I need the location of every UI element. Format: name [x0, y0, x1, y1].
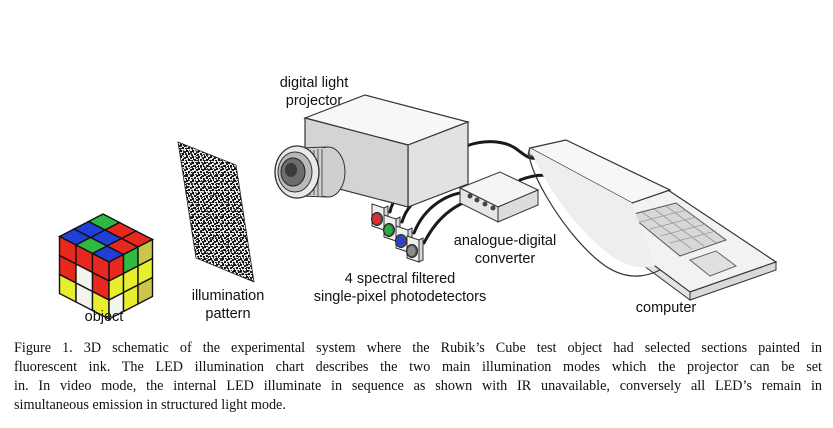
photodetectors-label: 4 spectral filtered single-pixel photode…: [300, 270, 500, 306]
adc-label-line-1: analogue-digital: [453, 233, 557, 249]
illumination-pattern-label: illumination pattern: [180, 287, 276, 323]
illumination-pattern: [177, 141, 255, 283]
caption-line-4: simultaneous emission in structured ligh…: [14, 397, 286, 413]
object-label: object: [84, 309, 124, 325]
cube-right-sticker: [137, 276, 154, 306]
photodetector-filter-3: [396, 236, 405, 246]
caption-line-2: fluorescent ink. The LED illumination ch…: [14, 359, 822, 375]
photodetector-filter-4: [407, 246, 416, 256]
photodetector-2: [383, 214, 401, 242]
caption-line-1: Figure 1. 3D schematic of the experiment…: [14, 340, 822, 356]
projector-label-line-1: digital light: [279, 75, 349, 91]
illumination-pattern-label-line-1: illumination: [191, 288, 265, 304]
projector: [274, 94, 470, 208]
photodetectors-label-line-2: single-pixel photodetectors: [313, 289, 487, 305]
computer-label: computer: [635, 300, 697, 316]
laptop-trackpad: [688, 250, 738, 277]
laptop-keyboard: [628, 202, 728, 257]
photodetector-filter-2: [384, 225, 393, 235]
figure-caption: Figure 1. 3D schematic of the experiment…: [14, 339, 822, 415]
photodetector-4: [406, 235, 424, 263]
schematic-diagram: [57, 94, 778, 321]
projector-cable: [453, 140, 542, 160]
photodetector-filter-1: [372, 214, 381, 224]
photodetectors: [371, 203, 424, 263]
caption-line-3: in. In video mode, the internal LED illu…: [14, 378, 822, 394]
projector-label-line-2: projector: [285, 93, 343, 109]
projector-lens: [274, 145, 346, 199]
illumination-pattern-label-line-2: pattern: [205, 306, 251, 322]
photodetectors-label-line-1: 4 spectral filtered: [344, 271, 456, 287]
projector-label: digital light projector: [255, 74, 373, 110]
adc-label: analogue-digital converter: [440, 232, 570, 268]
adc-label-line-2: converter: [474, 251, 536, 267]
rubiks-cube: [57, 213, 155, 321]
laptop-computer: [527, 139, 778, 301]
adc-box: [458, 171, 540, 223]
